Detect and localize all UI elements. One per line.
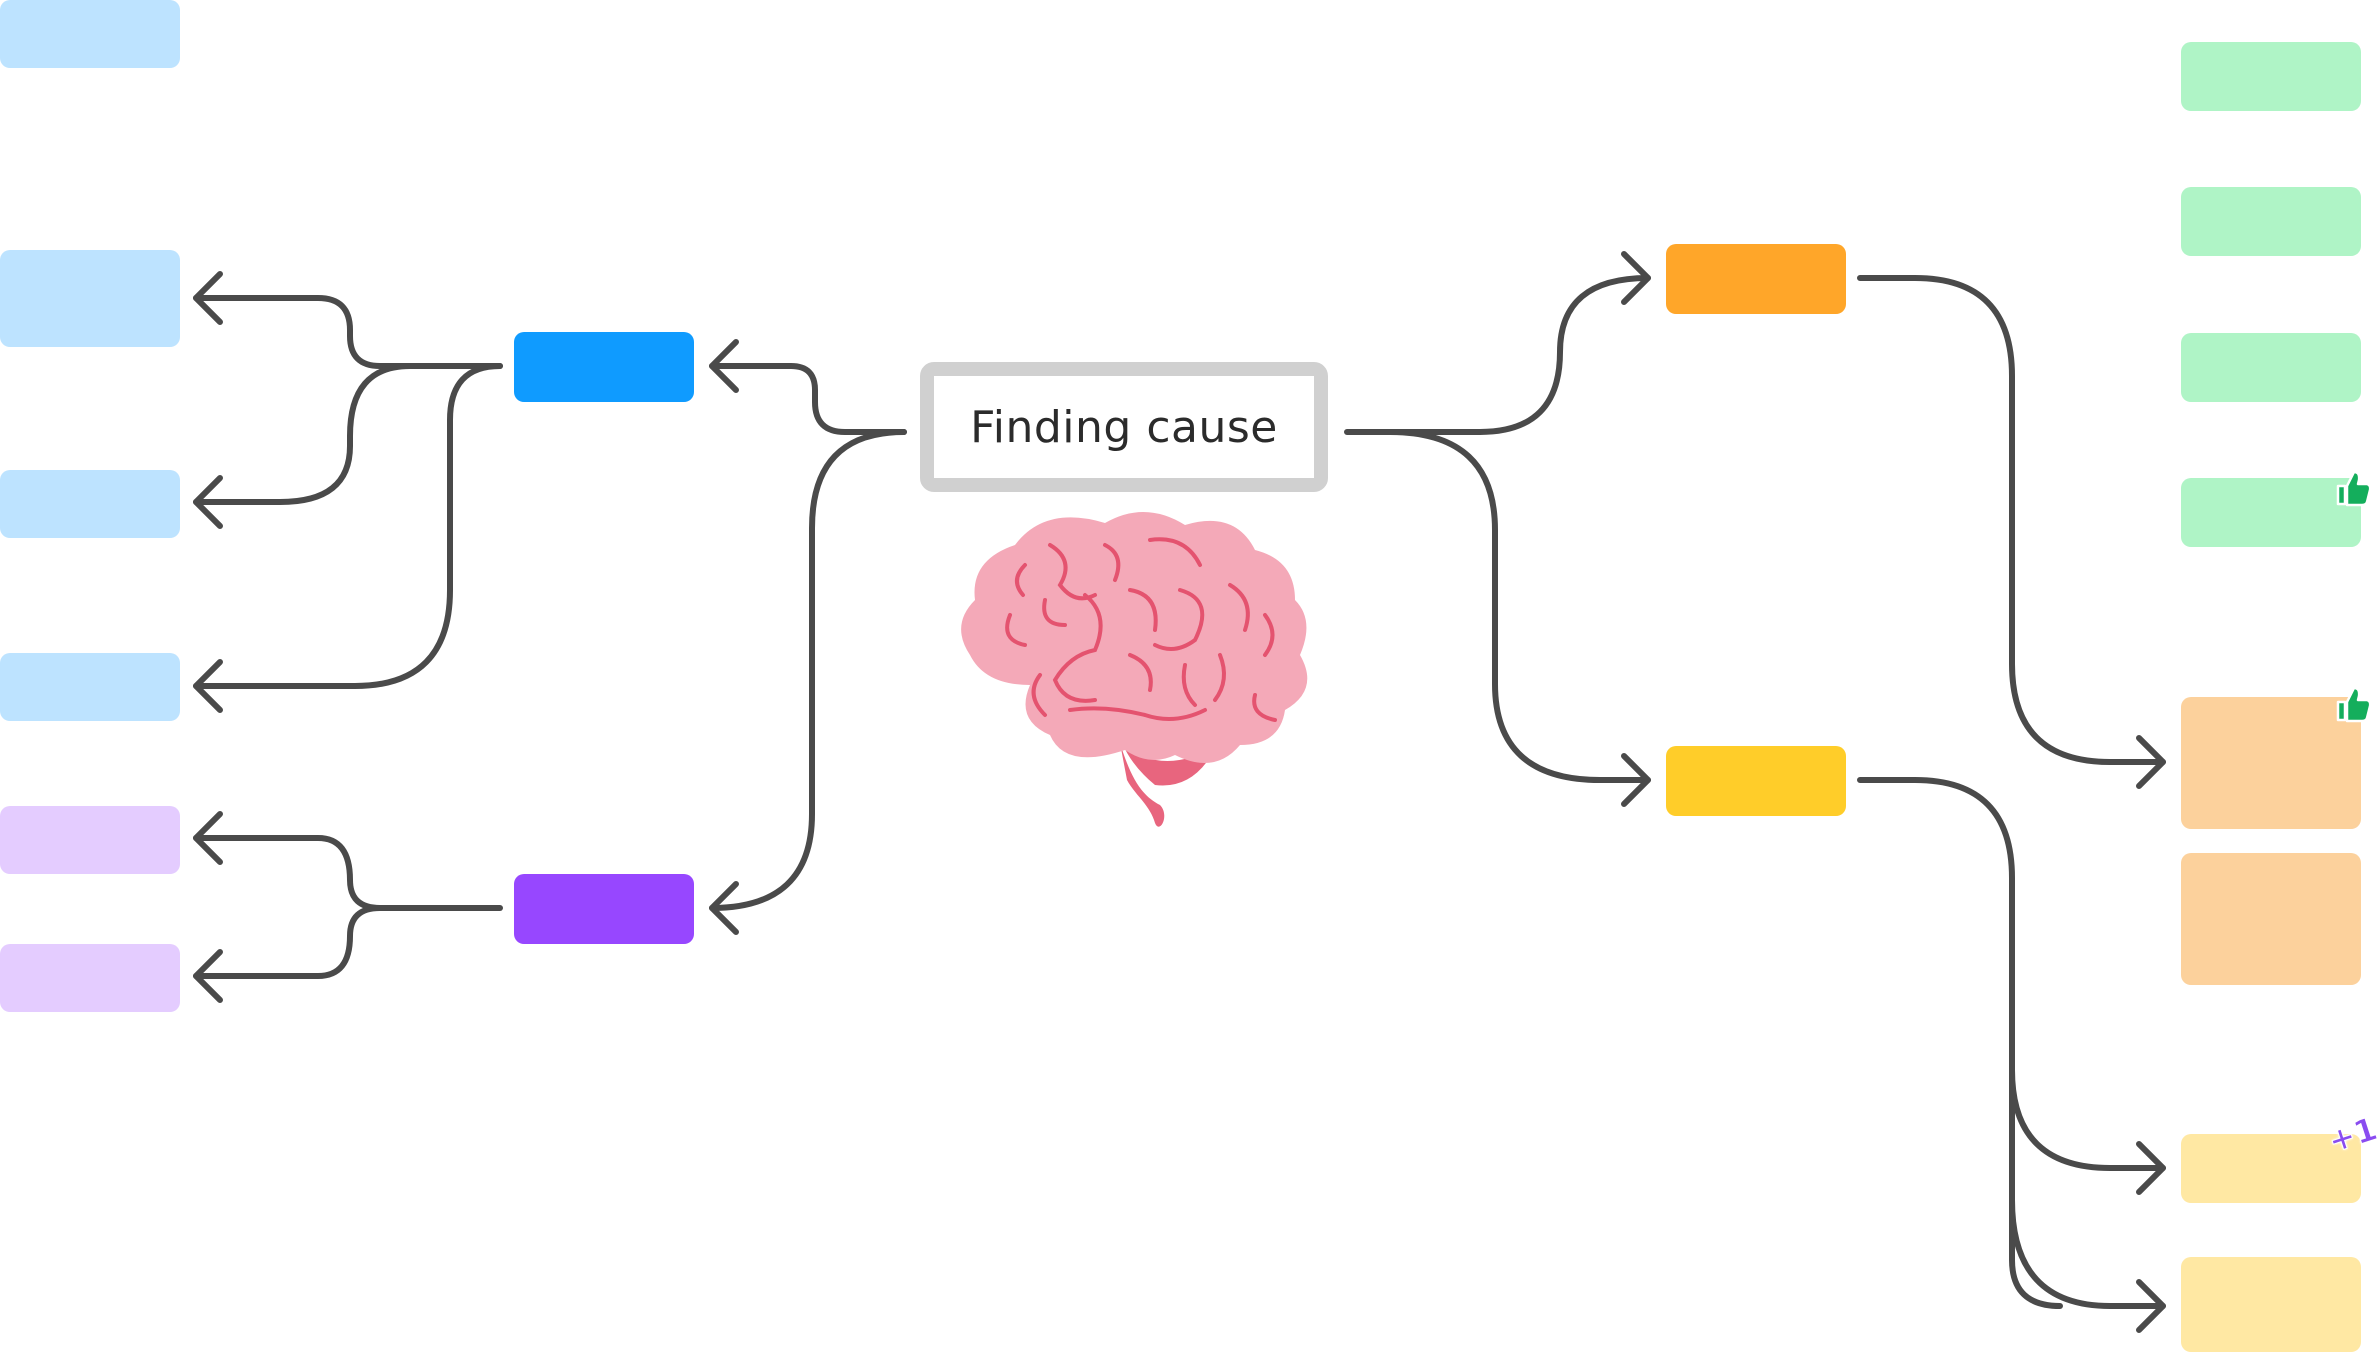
connector-blue-to-child-2 <box>193 363 413 505</box>
center-topic[interactable]: Finding cause <box>920 362 1328 492</box>
arrowhead-yellow-leaf-1 <box>2136 1141 2166 1195</box>
connector-yellow-to-leaf-1 <box>2009 1067 2166 1171</box>
brain-icon <box>961 511 1308 827</box>
connector-purple-to-child-2 <box>193 905 383 979</box>
leaf-orange-2[interactable] <box>2181 853 2361 985</box>
brain-body <box>961 511 1308 763</box>
arrowhead-blue-child-3 <box>193 659 223 713</box>
arrowhead-blue <box>709 339 739 393</box>
leaf-blue-4[interactable] <box>0 653 180 721</box>
center-topic-label: Finding cause <box>970 401 1278 453</box>
leaf-yellow-2[interactable] <box>2181 1257 2361 1352</box>
leaf-green-1[interactable] <box>2181 42 2361 111</box>
brain-stem-lower <box>1123 745 1217 786</box>
leaf-blue-1[interactable] <box>0 0 180 68</box>
branch-node-yellow[interactable] <box>1666 746 1846 816</box>
connector-orange-to-leaf <box>1857 275 2166 765</box>
leaf-purple-1[interactable] <box>0 806 180 874</box>
leaf-purple-2[interactable] <box>0 944 180 1012</box>
brain-stem <box>1120 743 1165 827</box>
branch-node-purple[interactable] <box>514 874 694 944</box>
arrowhead-purple <box>709 881 739 935</box>
leaf-blue-2[interactable] <box>0 250 180 347</box>
arrowhead-orange <box>1621 251 1651 305</box>
connector-yellow-to-leaf-2 <box>2009 1197 2166 1309</box>
connector-center-to-orange <box>1344 275 1651 435</box>
arrowhead-purple-child-1 <box>193 811 223 865</box>
leaf-blue-3[interactable] <box>0 470 180 538</box>
connector-center-to-blue <box>709 363 907 435</box>
connectors <box>193 251 2166 1333</box>
arrowhead-blue-child-2 <box>193 475 223 529</box>
leaf-green-3[interactable] <box>2181 333 2361 402</box>
arrowhead-yellow <box>1621 753 1651 807</box>
leaf-yellow-1[interactable] <box>2181 1134 2361 1203</box>
branch-node-blue[interactable] <box>514 332 694 402</box>
arrowhead-yellow-leaf-2 <box>2136 1279 2166 1333</box>
arrowhead-purple-child-2 <box>193 949 223 1003</box>
branch-node-orange[interactable] <box>1666 244 1846 314</box>
connector-purple-to-child-1 <box>193 835 383 911</box>
leaf-green-2[interactable] <box>2181 187 2361 256</box>
connector-blue-to-child-3 <box>193 363 503 689</box>
connector-center-to-purple <box>709 429 907 911</box>
arrowhead-blue-child-1 <box>193 271 223 325</box>
connector-yellow-trunk <box>1857 777 2063 1309</box>
arrowhead-orange-leaf <box>2136 735 2166 789</box>
thumbs-up-icon <box>2336 686 2372 723</box>
leaf-green-4[interactable] <box>2181 478 2361 547</box>
connector-center-to-yellow <box>1387 429 1651 783</box>
thumbs-up-icon <box>2336 470 2372 507</box>
leaf-orange-1[interactable] <box>2181 697 2361 829</box>
connector-blue-to-child-1 <box>193 295 383 369</box>
